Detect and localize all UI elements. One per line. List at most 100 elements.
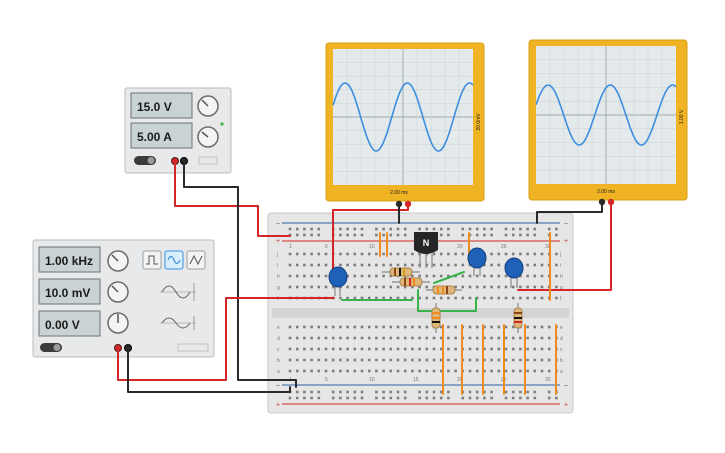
rail-hole[interactable] — [533, 227, 537, 231]
breadboard-hole[interactable] — [497, 285, 501, 289]
rail-hole[interactable] — [339, 227, 342, 231]
breadboard-hole[interactable] — [468, 347, 472, 351]
breadboard-hole[interactable] — [353, 296, 357, 300]
function-generator[interactable]: 1.00 kHz 10.0 mV 0.00 V — [32, 239, 215, 358]
breadboard-hole[interactable] — [295, 369, 299, 373]
breadboard-hole[interactable] — [540, 369, 544, 373]
breadboard-hole[interactable] — [346, 325, 349, 329]
capacitor-output[interactable] — [504, 257, 524, 288]
rail-hole[interactable] — [382, 396, 385, 400]
breadboard-hole[interactable] — [382, 325, 385, 329]
resistor-r3[interactable] — [426, 285, 462, 295]
breadboard-hole[interactable] — [454, 252, 457, 256]
breadboard-hole[interactable] — [339, 347, 342, 351]
rail-hole[interactable] — [310, 233, 313, 237]
breadboard-hole[interactable] — [396, 285, 400, 289]
breadboard-hole[interactable] — [317, 336, 321, 340]
rail-hole[interactable] — [504, 396, 508, 400]
breadboard-hole[interactable] — [432, 263, 436, 267]
breadboard-hole[interactable] — [483, 285, 486, 289]
breadboard-hole[interactable] — [526, 274, 529, 278]
breadboard-hole[interactable] — [367, 347, 371, 351]
capacitor-input[interactable] — [328, 266, 348, 296]
breadboard-hole[interactable] — [317, 347, 321, 351]
breadboard-hole[interactable] — [533, 325, 537, 329]
current-knob[interactable] — [197, 126, 219, 148]
rail-hole[interactable] — [396, 390, 400, 394]
rail-hole[interactable] — [353, 233, 357, 237]
rail-hole[interactable] — [353, 390, 357, 394]
breadboard-hole[interactable] — [454, 369, 457, 373]
breadboard-hole[interactable] — [403, 347, 407, 351]
rail-hole[interactable] — [447, 390, 450, 394]
rail-hole[interactable] — [533, 396, 537, 400]
amplitude-knob[interactable] — [107, 281, 129, 303]
breadboard-hole[interactable] — [511, 336, 515, 340]
breadboard-hole[interactable] — [519, 274, 522, 278]
rail-hole[interactable] — [526, 227, 529, 231]
breadboard-hole[interactable] — [439, 369, 443, 373]
breadboard-hole[interactable] — [511, 285, 515, 289]
breadboard-hole[interactable] — [504, 336, 508, 340]
breadboard-hole[interactable] — [317, 369, 321, 373]
breadboard-hole[interactable] — [346, 274, 349, 278]
breadboard-hole[interactable] — [346, 369, 349, 373]
breadboard-hole[interactable] — [483, 358, 486, 362]
breadboard-hole[interactable] — [317, 358, 321, 362]
breadboard-hole[interactable] — [468, 285, 472, 289]
breadboard-hole[interactable] — [389, 325, 393, 329]
breadboard-hole[interactable] — [411, 274, 414, 278]
breadboard-hole[interactable] — [483, 325, 486, 329]
triangle-wave-button[interactable] — [186, 250, 206, 270]
breadboard-hole[interactable] — [490, 285, 493, 289]
rail-hole[interactable] — [547, 390, 551, 394]
wire-generator-positive[interactable] — [117, 297, 335, 381]
breadboard-hole[interactable] — [353, 252, 357, 256]
breadboard-hole[interactable] — [511, 369, 515, 373]
breadboard-hole[interactable] — [389, 274, 393, 278]
rail-hole[interactable] — [303, 390, 306, 394]
breadboard-hole[interactable] — [425, 369, 429, 373]
breadboard-hole[interactable] — [547, 336, 551, 340]
breadboard-hole[interactable] — [475, 296, 479, 300]
rail-hole[interactable] — [382, 233, 385, 237]
rail-hole[interactable] — [389, 396, 393, 400]
breadboard-hole[interactable] — [360, 358, 364, 362]
rail-hole[interactable] — [475, 233, 479, 237]
breadboard-hole[interactable] — [490, 252, 493, 256]
breadboard-hole[interactable] — [411, 358, 414, 362]
rail-hole[interactable] — [461, 396, 465, 400]
breadboard-hole[interactable] — [432, 274, 436, 278]
breadboard-hole[interactable] — [497, 325, 501, 329]
breadboard-hole[interactable] — [432, 358, 436, 362]
resistor-r4[interactable] — [431, 303, 441, 333]
breadboard-hole[interactable] — [497, 296, 501, 300]
breadboard-hole[interactable] — [468, 358, 472, 362]
breadboard-hole[interactable] — [526, 358, 529, 362]
breadboard-hole[interactable] — [490, 296, 493, 300]
rail-hole[interactable] — [468, 227, 472, 231]
breadboard-hole[interactable] — [303, 369, 306, 373]
rail-hole[interactable] — [461, 233, 465, 237]
breadboard-hole[interactable] — [439, 296, 443, 300]
sine-wave-button[interactable] — [164, 250, 184, 270]
breadboard-hole[interactable] — [353, 336, 357, 340]
breadboard-hole[interactable] — [346, 263, 349, 267]
breadboard-hole[interactable] — [432, 369, 436, 373]
rail-hole[interactable] — [418, 390, 421, 394]
breadboard-hole[interactable] — [389, 296, 393, 300]
breadboard-hole[interactable] — [418, 369, 421, 373]
rail-hole[interactable] — [483, 227, 486, 231]
breadboard-hole[interactable] — [295, 285, 299, 289]
breadboard-hole[interactable] — [331, 369, 335, 373]
breadboard-hole[interactable] — [533, 347, 537, 351]
rail-hole[interactable] — [295, 396, 299, 400]
rail-hole[interactable] — [519, 396, 522, 400]
breadboard-hole[interactable] — [396, 336, 400, 340]
breadboard-hole[interactable] — [555, 274, 558, 278]
rail-hole[interactable] — [353, 227, 357, 231]
breadboard-hole[interactable] — [324, 369, 328, 373]
breadboard-hole[interactable] — [468, 325, 472, 329]
breadboard-hole[interactable] — [475, 285, 479, 289]
breadboard-hole[interactable] — [533, 285, 537, 289]
